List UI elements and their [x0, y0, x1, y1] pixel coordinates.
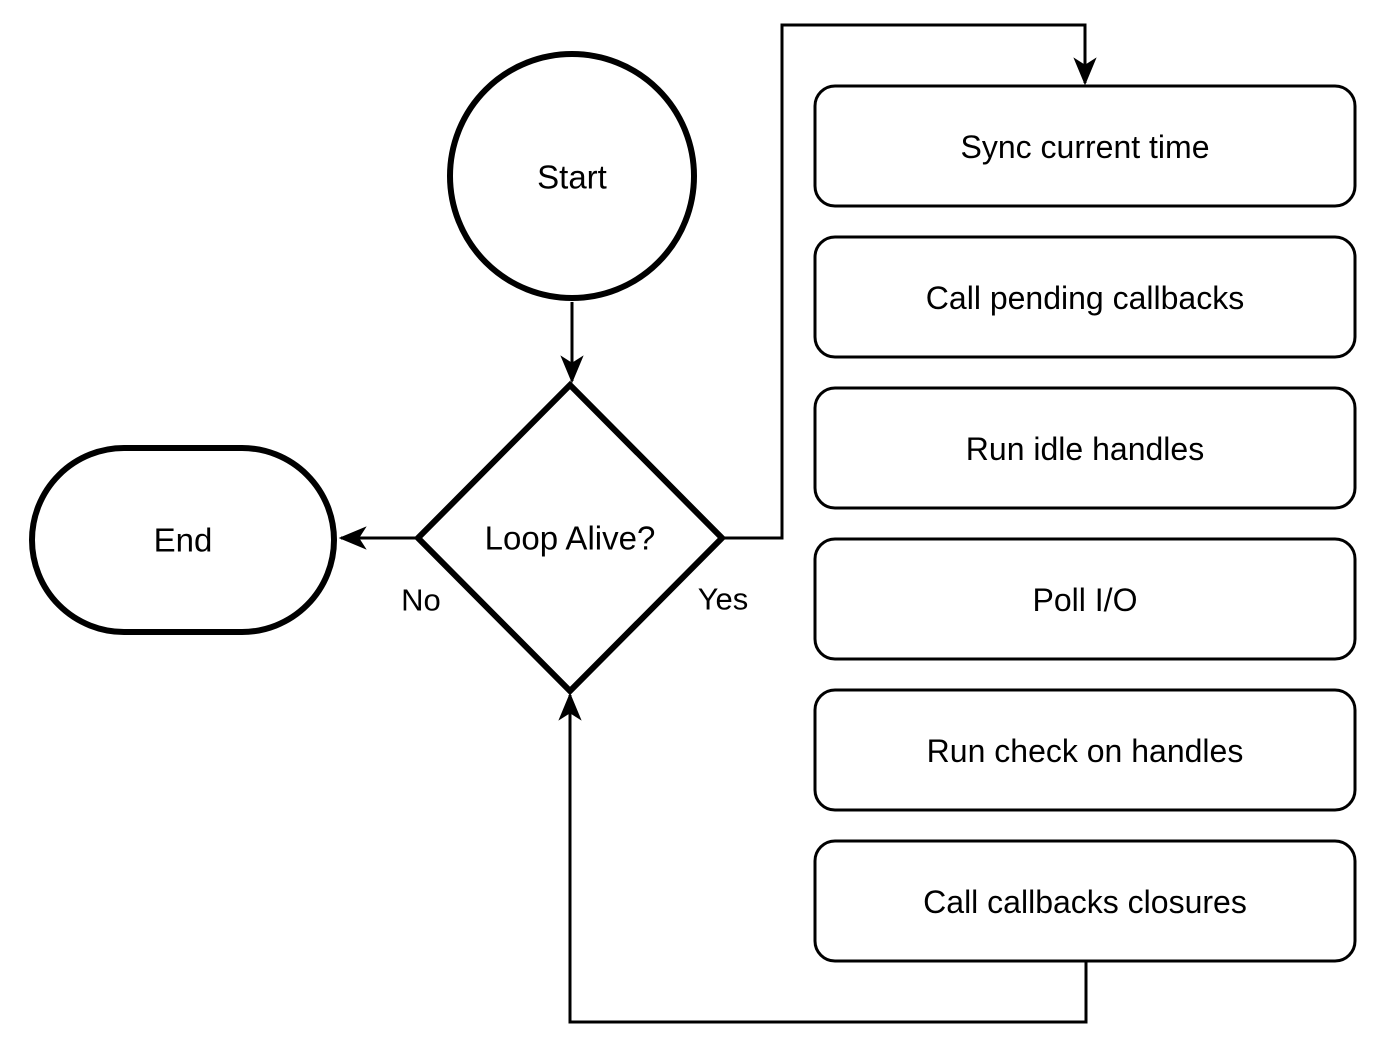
edge-decision-yes-to-steps [722, 23, 1097, 540]
step-label: Run check on handles [927, 733, 1244, 769]
end-stadium-shape [29, 445, 337, 635]
branch-label-yes: Yes [698, 582, 749, 617]
node-step-run-idle-handles: Run idle handles [813, 386, 1357, 510]
step-box-shape [813, 688, 1357, 812]
step-label: Sync current time [961, 129, 1210, 165]
start-circle-shape [447, 51, 697, 301]
node-end: End [29, 445, 337, 635]
branch-label-no: No [401, 583, 441, 618]
node-step-call-pending-callbacks: Call pending callbacks [813, 235, 1357, 359]
step-label: Run idle handles [966, 431, 1204, 467]
step-box-shape [813, 235, 1357, 359]
node-step-run-check-on-handles: Run check on handles [813, 688, 1357, 812]
node-decision: Loop Alive? [413, 380, 727, 696]
edge-steps-return-to-decision [558, 692, 1088, 1024]
step-box-shape [813, 84, 1357, 208]
decision-diamond-shape [413, 380, 727, 696]
start-label: Start [537, 159, 607, 196]
step-label: Poll I/O [1033, 582, 1138, 618]
node-step-poll-io: Poll I/O [813, 537, 1357, 661]
step-box-shape [813, 386, 1357, 510]
node-start: Start [447, 51, 697, 301]
node-step-sync-current-time: Sync current time [813, 84, 1357, 208]
step-box-shape [813, 839, 1357, 963]
decision-label: Loop Alive? [485, 520, 656, 557]
step-label: Call pending callbacks [926, 280, 1244, 316]
step-label: Call callbacks closures [923, 884, 1247, 920]
node-step-call-callbacks-closures: Call callbacks closures [813, 839, 1357, 963]
step-box-shape [813, 537, 1357, 661]
end-label: End [154, 522, 213, 559]
